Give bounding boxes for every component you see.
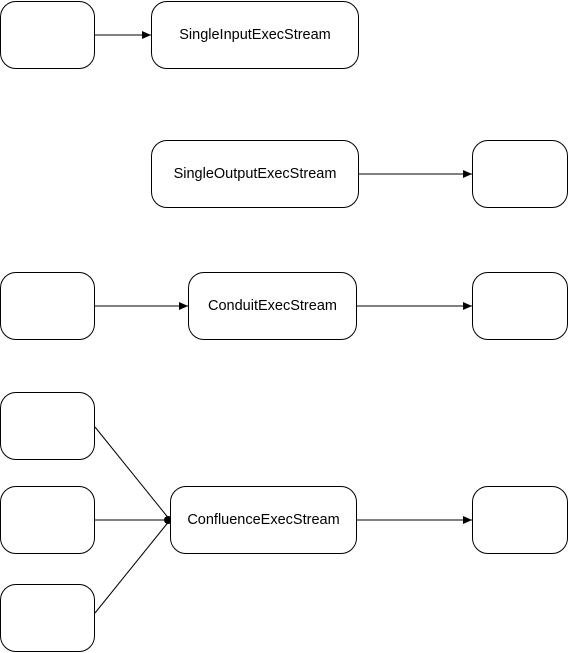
edge-source3-to-confluence [94, 519, 171, 614]
confluence-exec-stream-node: ConfluenceExecStream [170, 486, 357, 554]
conduit-exec-stream-label: ConduitExecStream [208, 298, 337, 314]
empty-source-node-row4-bottom [0, 584, 95, 652]
empty-source-node-row4-top [0, 392, 95, 460]
conduit-exec-stream-node: ConduitExecStream [188, 272, 357, 340]
single-output-exec-stream-node: SingleOutputExecStream [151, 140, 359, 208]
empty-source-node-row1 [0, 1, 95, 69]
edge-source1-to-confluence [94, 426, 171, 521]
empty-source-node-row3 [0, 272, 95, 340]
empty-sink-node-row3 [472, 272, 568, 340]
empty-source-node-row4-middle [0, 486, 95, 554]
confluence-exec-stream-label: ConfluenceExecStream [187, 512, 340, 528]
single-input-exec-stream-node: SingleInputExecStream [151, 1, 359, 69]
empty-sink-node-row4 [472, 486, 568, 554]
empty-sink-node-row2 [472, 140, 568, 208]
single-output-exec-stream-label: SingleOutputExecStream [173, 166, 337, 182]
single-input-exec-stream-label: SingleInputExecStream [179, 27, 331, 43]
